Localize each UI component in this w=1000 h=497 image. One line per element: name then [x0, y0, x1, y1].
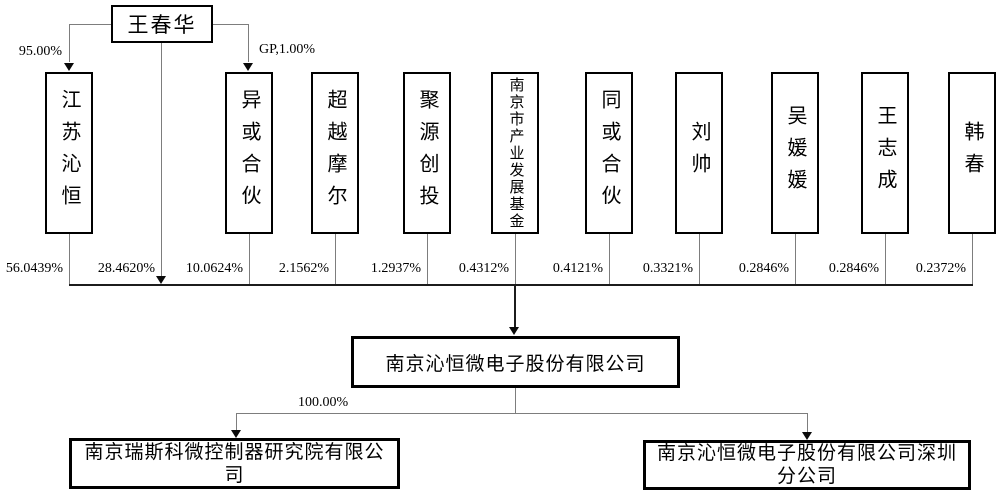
- stake-label: 0.4312%: [458, 261, 509, 276]
- shareholder-box-liushuai: 刘帅: [675, 72, 723, 234]
- shareholder-name: 聚源创投: [416, 89, 438, 217]
- shareholder-box-chaoyue-moer: 超越摩尔: [311, 72, 359, 234]
- shareholder-name: 异或合伙: [238, 89, 260, 217]
- stake-label: 10.0624%: [185, 261, 243, 276]
- shareholder-box-yihuo-partnership: 异或合伙: [225, 72, 273, 234]
- stake-label: 2.1562%: [278, 261, 329, 276]
- connector-line: [699, 234, 700, 285]
- connector-line: [249, 234, 250, 285]
- branch-line: [236, 413, 808, 414]
- stake-label: 0.3321%: [642, 261, 693, 276]
- connector-line: [335, 234, 336, 285]
- shareholder-box-nanjing-industry-fund: 南京市产业发展基金: [491, 72, 539, 234]
- subsidiary-box-research-institute: 南京瑞斯科微控制器研究院有限公司: [69, 438, 400, 489]
- shareholder-box-juyuan-chuangtou: 聚源创投: [403, 72, 451, 234]
- connector-line: [972, 234, 973, 285]
- arrowhead-icon: [509, 327, 519, 335]
- connector-line: [807, 413, 808, 432]
- stake-label: 0.4121%: [552, 261, 603, 276]
- company-name: 南京沁恒微电子股份有限公司: [385, 353, 646, 375]
- arrowhead-icon: [802, 432, 812, 440]
- connector-line: [161, 43, 162, 276]
- connector-line: [69, 24, 70, 62]
- shareholder-name: 南京市产业发展基金: [507, 76, 524, 230]
- shareholder-name: 江苏沁恒: [58, 89, 80, 217]
- stake-label-95: 95.00%: [18, 44, 62, 59]
- arrowhead-icon: [64, 63, 74, 71]
- controller-box: 王春华: [111, 5, 213, 43]
- shareholder-name: 超越摩尔: [324, 89, 346, 217]
- shareholder-box-wangzhicheng: 王志成: [861, 72, 909, 234]
- connector-line: [515, 388, 516, 413]
- stake-label: 0.2372%: [915, 261, 966, 276]
- connector-line: [69, 24, 111, 25]
- connector-line: [609, 234, 610, 285]
- shareholder-box-jiangsu-qinheng: 江苏沁恒: [45, 72, 93, 234]
- company-box: 南京沁恒微电子股份有限公司: [351, 336, 680, 388]
- shareholder-box-tonghuo-partnership: 同或合伙: [585, 72, 633, 234]
- shareholder-name: 同或合伙: [598, 89, 620, 217]
- stake-label: 56.0439%: [5, 261, 63, 276]
- shareholder-name: 韩春: [961, 121, 983, 185]
- subsidiary-name: 南京瑞斯科微控制器研究院有限公司: [84, 441, 385, 486]
- arrowhead-icon: [243, 63, 253, 71]
- connector-line: [885, 234, 886, 285]
- shareholder-name: 王志成: [874, 105, 896, 201]
- stake-label-100: 100.00%: [298, 395, 349, 410]
- connector-line: [795, 234, 796, 285]
- arrowhead-icon: [156, 276, 166, 284]
- stake-label: 1.2937%: [370, 261, 421, 276]
- stake-label-gp: GP,1.00%: [259, 42, 316, 57]
- shareholder-name: 吴媛媛: [784, 105, 806, 201]
- bus-line: [69, 284, 973, 286]
- connector-line: [515, 234, 516, 285]
- shareholder-box-wuyuanyuan: 吴媛媛: [771, 72, 819, 234]
- shareholder-name: 刘帅: [688, 121, 710, 185]
- connector-line: [514, 286, 516, 327]
- connector-line: [69, 234, 70, 285]
- stake-label: 0.2846%: [738, 261, 789, 276]
- controller-name: 王春华: [127, 13, 197, 37]
- shareholder-box-hanchun: 韩春: [948, 72, 996, 234]
- arrowhead-icon: [231, 430, 241, 438]
- connector-line: [427, 234, 428, 285]
- connector-line: [213, 24, 248, 25]
- branch-name: 南京沁恒微电子股份有限公司深圳分公司: [656, 443, 957, 487]
- connector-line: [236, 413, 237, 430]
- stake-label: 0.2846%: [828, 261, 879, 276]
- stake-label: 28.4620%: [97, 261, 155, 276]
- branch-box-shenzhen: 南京沁恒微电子股份有限公司深圳分公司: [643, 440, 971, 490]
- connector-line: [248, 24, 249, 62]
